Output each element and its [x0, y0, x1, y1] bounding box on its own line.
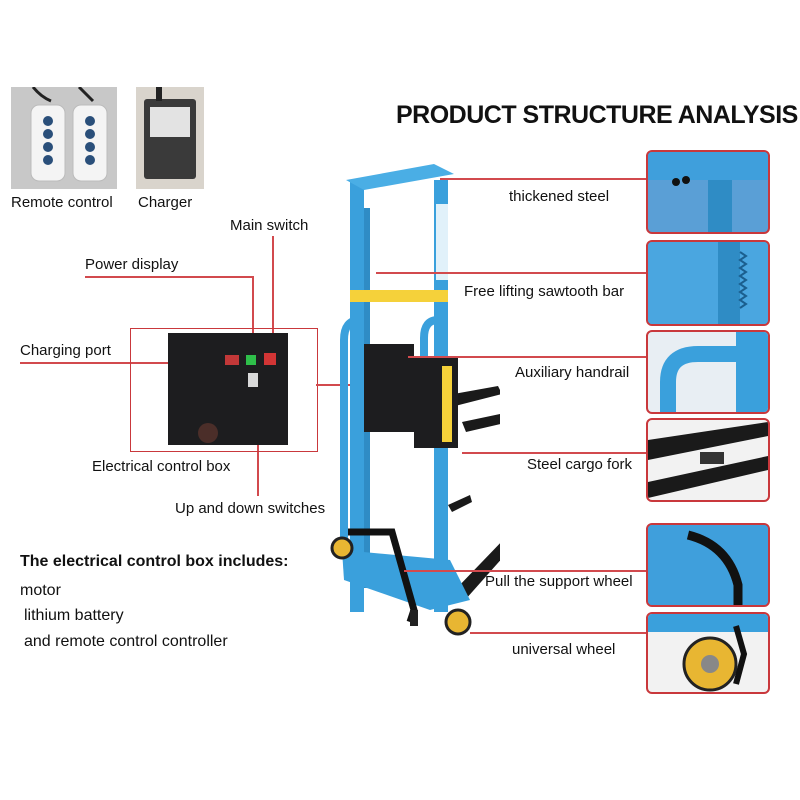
universal-wheel-icon [648, 614, 768, 692]
charger-icon [144, 87, 196, 179]
electrical-control-box-label: Electrical control box [92, 458, 231, 475]
callout-thickened-steel [646, 150, 770, 234]
charger-photo [136, 87, 204, 189]
cargo-fork-label: Steel cargo fork [527, 456, 633, 473]
control-box-icon [198, 353, 276, 443]
cargo-fork-icon [648, 422, 768, 498]
remote-control-photo [11, 85, 117, 189]
control-box-photo [168, 333, 288, 445]
callout-sawtooth-bar [646, 240, 770, 326]
remote-control-label: Remote control [11, 194, 113, 211]
sawtooth-bar-icon [648, 242, 768, 324]
main-switch-label: Main switch [230, 217, 309, 234]
support-wheel-leader [404, 570, 647, 572]
handrail [340, 316, 361, 550]
callout-handrail [646, 330, 770, 414]
thickened-steel-label: thickened steel [509, 188, 610, 205]
power-display-leader-v [252, 276, 254, 348]
charging-port-label: Charging port [20, 342, 111, 359]
rear-wheel [444, 608, 472, 636]
sawtooth-leader [376, 272, 647, 274]
info-item-controller: and remote control controller [24, 633, 228, 650]
charging-port-icon [225, 355, 239, 365]
power-display-label: Power display [85, 256, 179, 273]
mast-left [350, 180, 364, 612]
support-wheel-label: Pull the support wheel [485, 573, 633, 590]
main-switch-icon [264, 353, 276, 365]
remote-control-icon [30, 85, 108, 182]
sawtooth-bar-label: Free lifting sawtooth bar [464, 283, 625, 300]
control-box-frame [130, 328, 318, 452]
up-down-switch-icon [248, 373, 258, 387]
upper-fork [448, 386, 500, 406]
charging-port-leader [20, 362, 236, 364]
electrical-box-heading: The electrical control box includes: [20, 553, 289, 570]
handrail-leader [408, 356, 647, 358]
thickened-steel-leader [440, 178, 647, 180]
power-display-icon [246, 355, 256, 365]
control-box-connector [316, 384, 358, 386]
power-display-leader-h [85, 276, 253, 278]
universal-wheel-leader [470, 632, 647, 634]
thickened-steel-icon [648, 152, 768, 232]
front-wheel [330, 536, 354, 560]
stacker-illustration [330, 164, 500, 636]
handrail-label: Auxiliary handrail [515, 364, 630, 381]
callout-cargo-fork [646, 418, 770, 502]
support-wheel-icon [648, 525, 768, 605]
cargo-fork-leader [462, 452, 647, 454]
charger-label: Charger [138, 194, 193, 211]
info-item-motor: motor [20, 582, 61, 599]
info-item-battery: lithium battery [24, 607, 124, 624]
universal-wheel-label: universal wheel [512, 641, 616, 658]
lower-fork [448, 495, 472, 512]
page-title: PRODUCT STRUCTURE ANALYSIS [396, 101, 798, 129]
main-switch-leader [272, 236, 274, 348]
up-down-switches-label: Up and down switches [175, 500, 326, 517]
mast-top [346, 164, 454, 190]
handrail-icon [660, 332, 768, 412]
callout-universal-wheel [646, 612, 770, 694]
callout-support-wheel [646, 523, 770, 607]
carriage-box [364, 344, 414, 432]
